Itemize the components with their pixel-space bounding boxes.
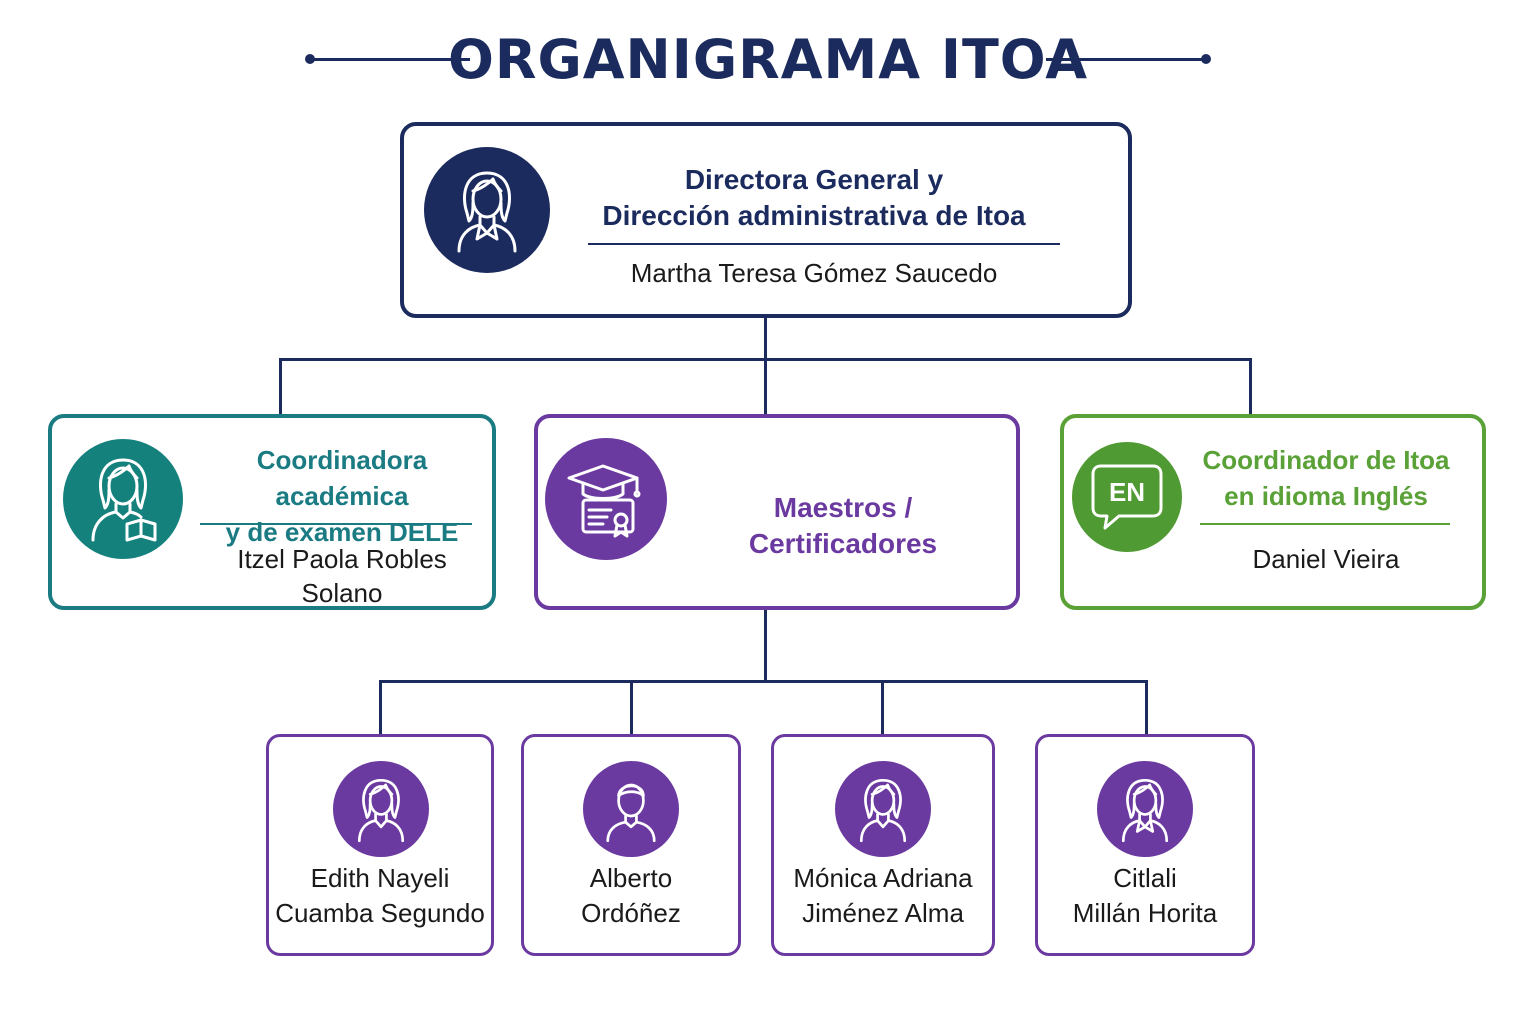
teacher-name: Citlali Millán Horita	[1038, 861, 1252, 931]
connector-director-down	[764, 318, 767, 414]
academic-role-line2: y de examen DELE	[225, 517, 459, 547]
title-left-rule	[310, 58, 470, 61]
teacher-name-line2: Ordóñez	[581, 898, 681, 928]
connector-level3-bar	[379, 680, 1148, 683]
graduation-certificate-icon	[545, 438, 667, 560]
connector-level2-bar	[279, 358, 1252, 361]
teacher-name: Mónica Adriana Jiménez Alma	[774, 861, 992, 931]
academic-coordinator-box: Coordinadora académica y de examen DELE …	[48, 414, 496, 610]
english-badge: EN	[1109, 477, 1145, 507]
connector-teachers-down	[764, 610, 767, 682]
woman-icon	[1097, 761, 1193, 857]
title-right-rule	[1046, 58, 1206, 61]
english-coordinator-box: EN Coordinador de Itoa en idioma Inglés …	[1060, 414, 1486, 610]
academic-separator	[200, 523, 472, 525]
speech-bubble-icon: EN	[1072, 442, 1182, 552]
academic-role-line1: Coordinadora académica	[256, 445, 428, 511]
connector-to-teacher-4	[1145, 680, 1148, 734]
connector-to-teacher-1	[379, 680, 382, 734]
director-box: Directora General y Dirección administra…	[400, 122, 1132, 318]
director-role-line2: Dirección administrativa de Itoa	[602, 200, 1026, 231]
woman-executive-icon	[424, 147, 550, 273]
english-role-line1: Coordinador de Itoa	[1202, 445, 1450, 475]
teacher-name-line2: Jiménez Alma	[802, 898, 964, 928]
woman-with-book-icon	[63, 439, 183, 559]
woman-icon	[835, 761, 931, 857]
english-separator	[1200, 523, 1450, 525]
teacher-name-line2: Cuamba Segundo	[275, 898, 485, 928]
teacher-name-line1: Citlali	[1113, 863, 1177, 893]
teacher-name: Edith Nayeli Cuamba Segundo	[269, 861, 491, 931]
director-separator	[588, 243, 1060, 245]
teacher-card-1: Edith Nayeli Cuamba Segundo	[266, 734, 494, 956]
academic-name: Itzel Paola Robles Solano	[237, 544, 447, 608]
connector-to-teacher-3	[881, 680, 884, 734]
teachers-box: Maestros / Certificadores	[534, 414, 1020, 610]
connector-to-academic	[279, 358, 282, 414]
woman-icon	[333, 761, 429, 857]
english-name: Daniel Vieira	[1252, 544, 1400, 574]
connector-to-english	[1249, 358, 1252, 414]
director-role: Directora General y Dirección administra…	[584, 162, 1044, 234]
teacher-card-2: Alberto Ordóñez	[521, 734, 741, 956]
teacher-name-line1: Edith Nayeli	[310, 863, 450, 893]
teacher-card-4: Citlali Millán Horita	[1035, 734, 1255, 956]
teachers-role: Maestros / Certificadores	[748, 492, 938, 559]
teacher-name-line2: Millán Horita	[1072, 898, 1218, 928]
teacher-name-line1: Mónica Adriana	[793, 863, 973, 893]
connector-to-teacher-2	[630, 680, 633, 734]
teacher-name: Alberto Ordóñez	[524, 861, 738, 931]
teacher-name-line1: Alberto	[589, 863, 673, 893]
academic-role: Coordinadora académica y de examen DELE	[196, 442, 488, 550]
director-role-line1: Directora General y	[684, 164, 944, 195]
man-icon	[583, 761, 679, 857]
teacher-card-3: Mónica Adriana Jiménez Alma	[771, 734, 995, 956]
director-name: Martha Teresa Gómez Saucedo	[630, 258, 998, 288]
title-right-dot	[1201, 54, 1211, 64]
page-title: ORGANIGRAMA ITOA	[447, 28, 1089, 91]
english-role-line2: en idioma Inglés	[1224, 481, 1428, 511]
english-role: Coordinador de Itoa en idioma Inglés	[1190, 442, 1462, 514]
